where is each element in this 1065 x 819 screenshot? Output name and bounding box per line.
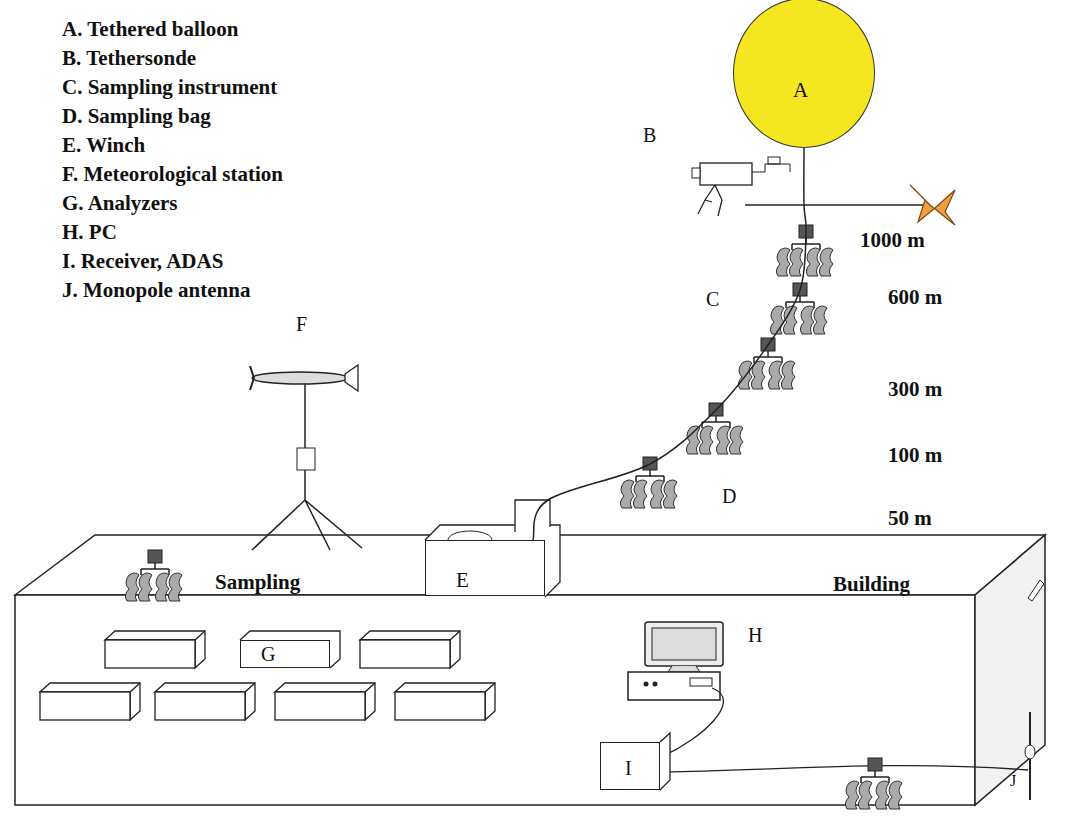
callout-letter: F <box>296 313 307 335</box>
node-text: Building <box>833 573 910 596</box>
analyzer-box: G <box>240 640 330 668</box>
key-text: J. Monopole antenna <box>62 279 250 302</box>
key-text: I. Receiver, ADAS <box>62 250 223 273</box>
key-text: B. Tethersonde <box>62 47 196 70</box>
key-text: D. Sampling bag <box>62 105 211 128</box>
height-label: 100 m <box>888 444 942 467</box>
callout-letter: J <box>1010 772 1016 790</box>
key-text: E. Winch <box>62 134 145 157</box>
key-text: G. Analyzers <box>62 192 178 215</box>
callout-letter: D <box>722 485 736 507</box>
receiver-box: I <box>600 742 660 790</box>
node-text: I <box>625 757 632 779</box>
callout-letter: H <box>748 624 762 646</box>
height-label: 1000 m <box>860 229 925 252</box>
height-label: 600 m <box>888 286 942 309</box>
key-text: H. PC <box>62 221 117 244</box>
callout-letter: B <box>643 124 656 146</box>
node-text: E <box>456 569 469 592</box>
key-text: C. Sampling instrument <box>62 76 277 99</box>
node-text: A <box>793 79 808 102</box>
key-text: A. Tethered balloon <box>62 18 238 41</box>
node-text: Sampling <box>215 571 300 594</box>
key-text: F. Meteorological station <box>62 163 283 186</box>
balloon: A <box>733 0 875 148</box>
node-text: G <box>261 643 275 665</box>
winch-box: E <box>425 540 545 596</box>
callout-letter: C <box>706 288 719 310</box>
tether-line <box>533 148 806 540</box>
height-label: 50 m <box>888 507 932 530</box>
height-label: 300 m <box>888 378 942 401</box>
